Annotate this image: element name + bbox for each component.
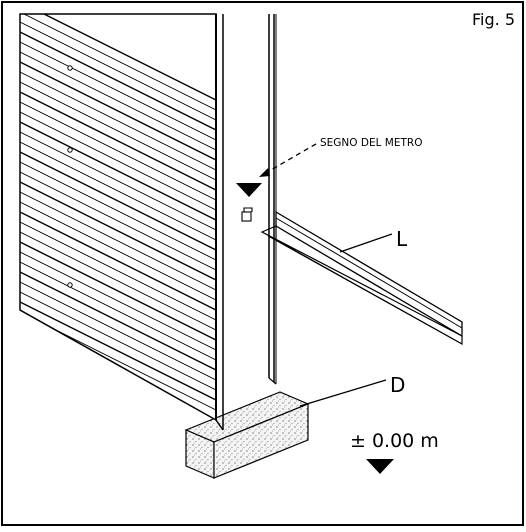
panel-rib-line bbox=[20, 21, 216, 121]
base-label: D bbox=[390, 373, 405, 397]
profile-leader-line bbox=[339, 233, 393, 253]
panel-rib-line bbox=[20, 271, 216, 371]
vertical-post bbox=[268, 14, 277, 385]
panel-rib-line bbox=[20, 191, 216, 291]
panel-rib-line bbox=[20, 171, 216, 271]
panel-rivet bbox=[67, 65, 73, 71]
panel-rib-line bbox=[20, 151, 216, 251]
panel-rib-line bbox=[20, 14, 216, 111]
panel-rib-line bbox=[20, 291, 216, 391]
panel-rib-line bbox=[20, 161, 216, 261]
panel-rib-line bbox=[20, 211, 216, 311]
panel-rib-line bbox=[20, 61, 216, 161]
panel-rib-line bbox=[20, 301, 216, 401]
panel-rib-line bbox=[20, 41, 216, 141]
figure-number: Fig. 5 bbox=[472, 10, 515, 29]
profile-label: L bbox=[396, 227, 408, 251]
level-label: ± 0.00 m bbox=[350, 430, 439, 452]
panel-rib-line bbox=[20, 241, 216, 341]
panel-rib-line bbox=[20, 91, 216, 191]
panel-rib-line bbox=[20, 111, 216, 211]
horizontal-profile bbox=[260, 210, 463, 346]
panel-rib-line bbox=[20, 71, 216, 171]
panel-rib-line bbox=[20, 31, 216, 131]
panel-rib-line bbox=[20, 14, 216, 101]
panel-rib-line bbox=[20, 261, 216, 361]
panel-rib-line bbox=[20, 181, 216, 281]
concrete-base bbox=[184, 391, 310, 479]
meter-mark-label: SEGNO DEL METRO bbox=[320, 137, 422, 149]
spirit-level-icon bbox=[241, 207, 253, 222]
panel-rib-line bbox=[20, 281, 216, 381]
panel-rivet bbox=[67, 282, 73, 288]
corrugated-wall-panel bbox=[19, 13, 224, 431]
panel-rib-line bbox=[20, 251, 216, 351]
panel-rib-line bbox=[20, 121, 216, 221]
panel-rib-line bbox=[20, 221, 216, 321]
panel-rivet bbox=[67, 147, 73, 153]
down-triangle-icon bbox=[366, 459, 394, 474]
level-marker-icon bbox=[236, 183, 262, 197]
panel-rib-line bbox=[20, 231, 216, 331]
base-leader-line bbox=[299, 379, 387, 407]
panel-rib-line bbox=[20, 201, 216, 301]
panel-rib-line bbox=[20, 141, 216, 241]
panel-rib-line bbox=[20, 51, 216, 151]
panel-rib-line bbox=[20, 131, 216, 231]
panel-rib-line bbox=[20, 101, 216, 201]
meter-mark-pointer bbox=[259, 143, 317, 177]
panel-rib-line bbox=[20, 81, 216, 181]
